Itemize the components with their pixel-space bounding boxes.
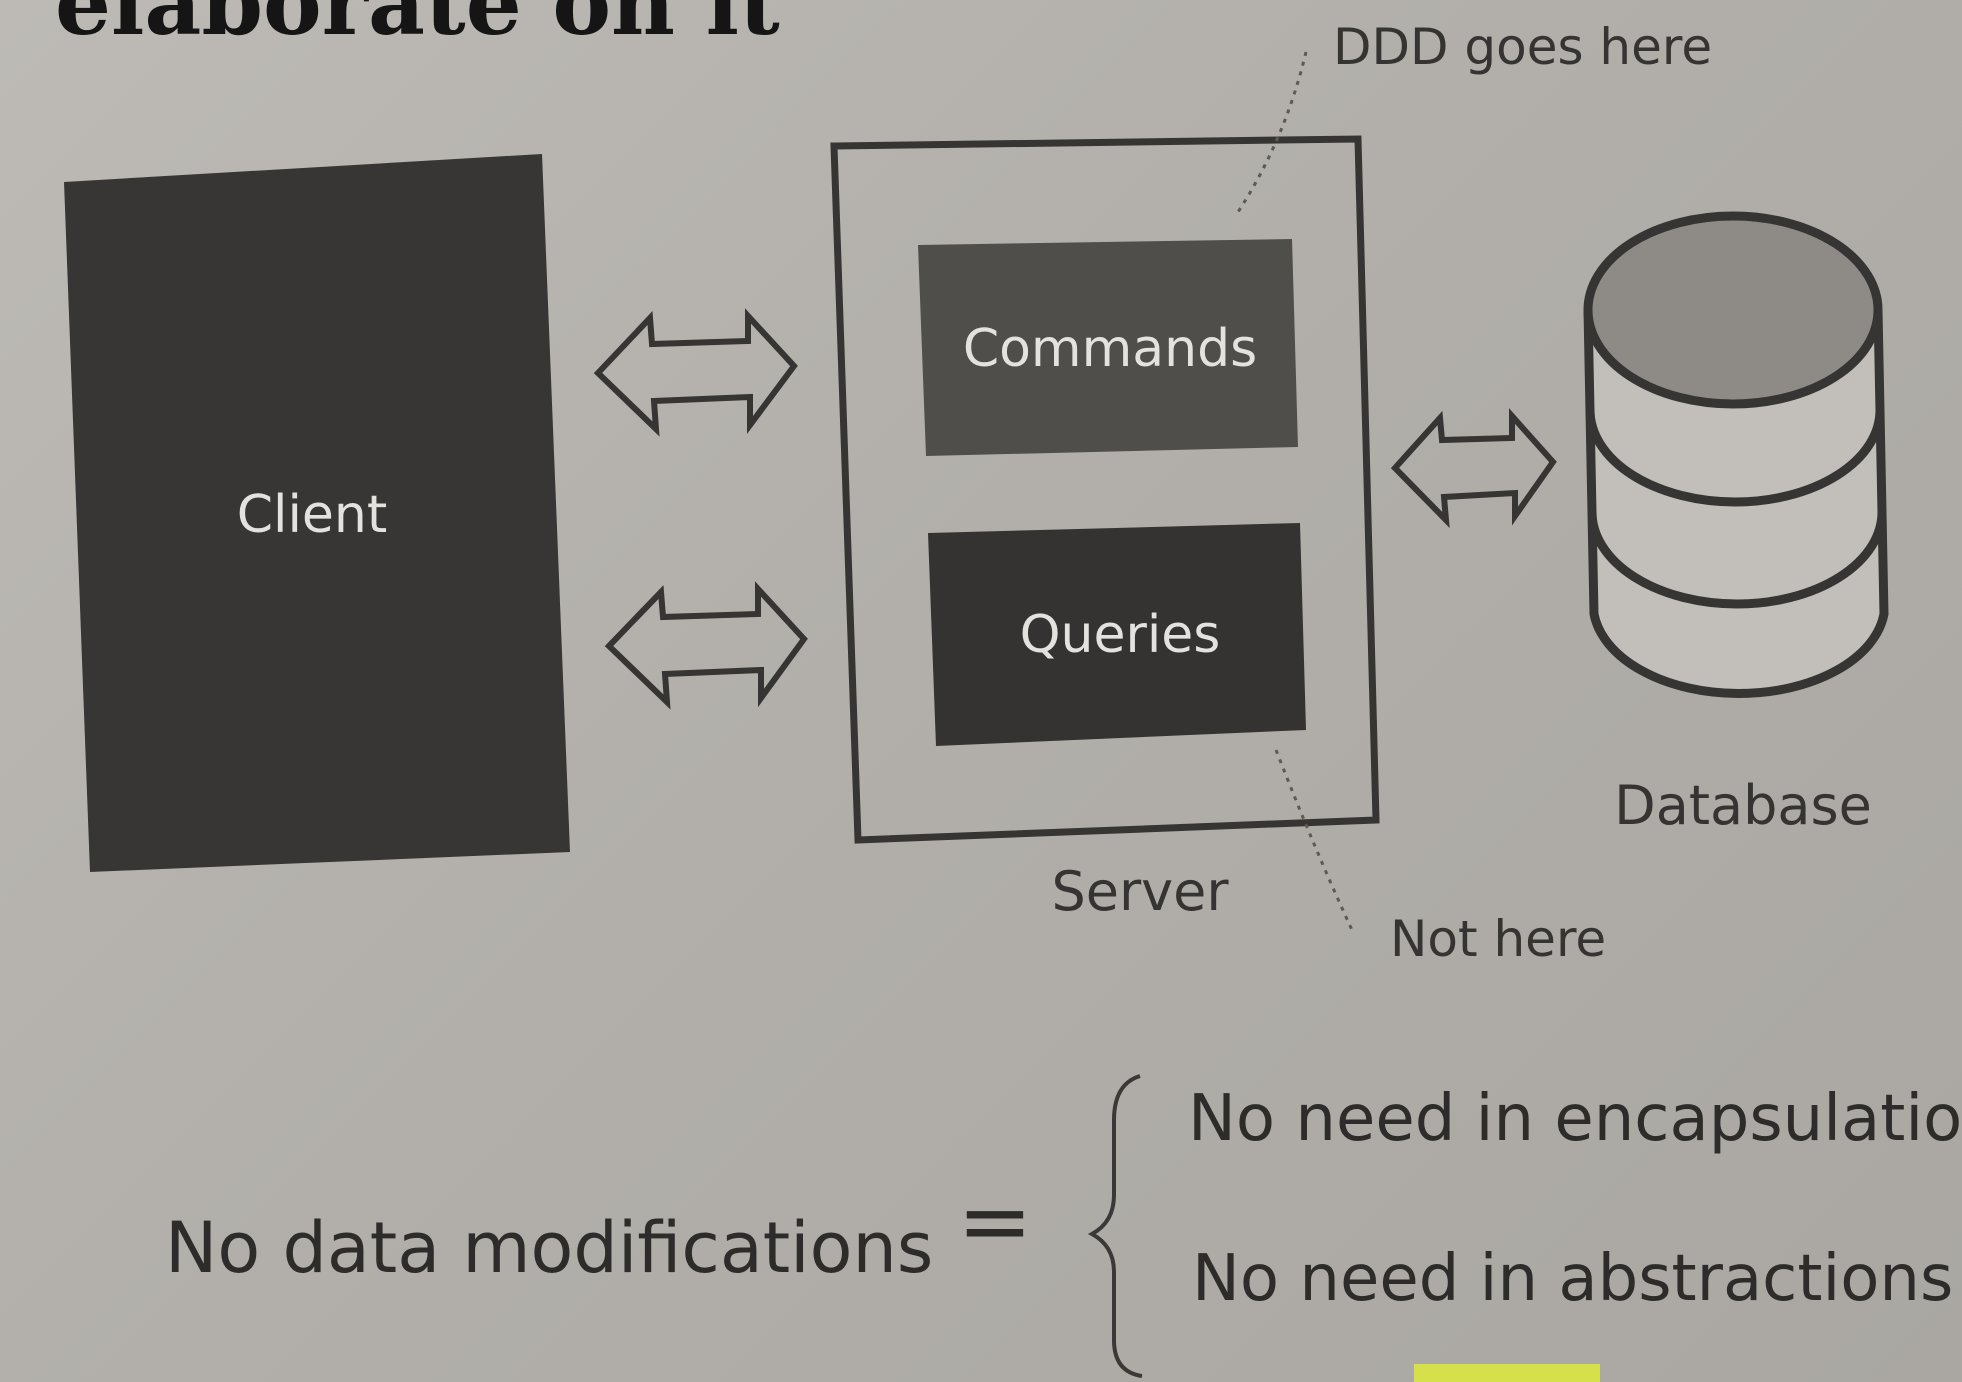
double-arrow-icon [593, 308, 798, 437]
equals-sign: = [957, 1169, 1032, 1274]
highlight-mark [1414, 1364, 1600, 1382]
server-label: Server [1051, 860, 1229, 923]
double-arrow-icon [604, 581, 808, 710]
client-label: Client [237, 485, 388, 545]
not-here-note: Not here [1390, 910, 1606, 968]
abstractions-text: No need in abstractions [1192, 1242, 1953, 1316]
database-icon [1583, 211, 1889, 698]
encapsulation-text: No need in encapsulation [1188, 1082, 1962, 1156]
commands-box [918, 239, 1298, 456]
annotation-leader [1236, 51, 1308, 213]
server-frame [830, 135, 1380, 844]
commands-label: Commands [963, 319, 1257, 379]
queries-box [928, 523, 1306, 746]
no-data-modifications-text: No data modifications [165, 1207, 933, 1289]
client-box [64, 154, 570, 872]
double-arrow-icon [1390, 408, 1557, 529]
ddd-goes-here-note: DDD goes here [1333, 18, 1712, 76]
heading-fragment: elaborate on it [55, 0, 780, 55]
queries-label: Queries [1020, 605, 1221, 665]
brace-icon [1087, 1074, 1143, 1378]
database-label: Database [1614, 774, 1872, 837]
annotation-leader [1274, 749, 1354, 931]
